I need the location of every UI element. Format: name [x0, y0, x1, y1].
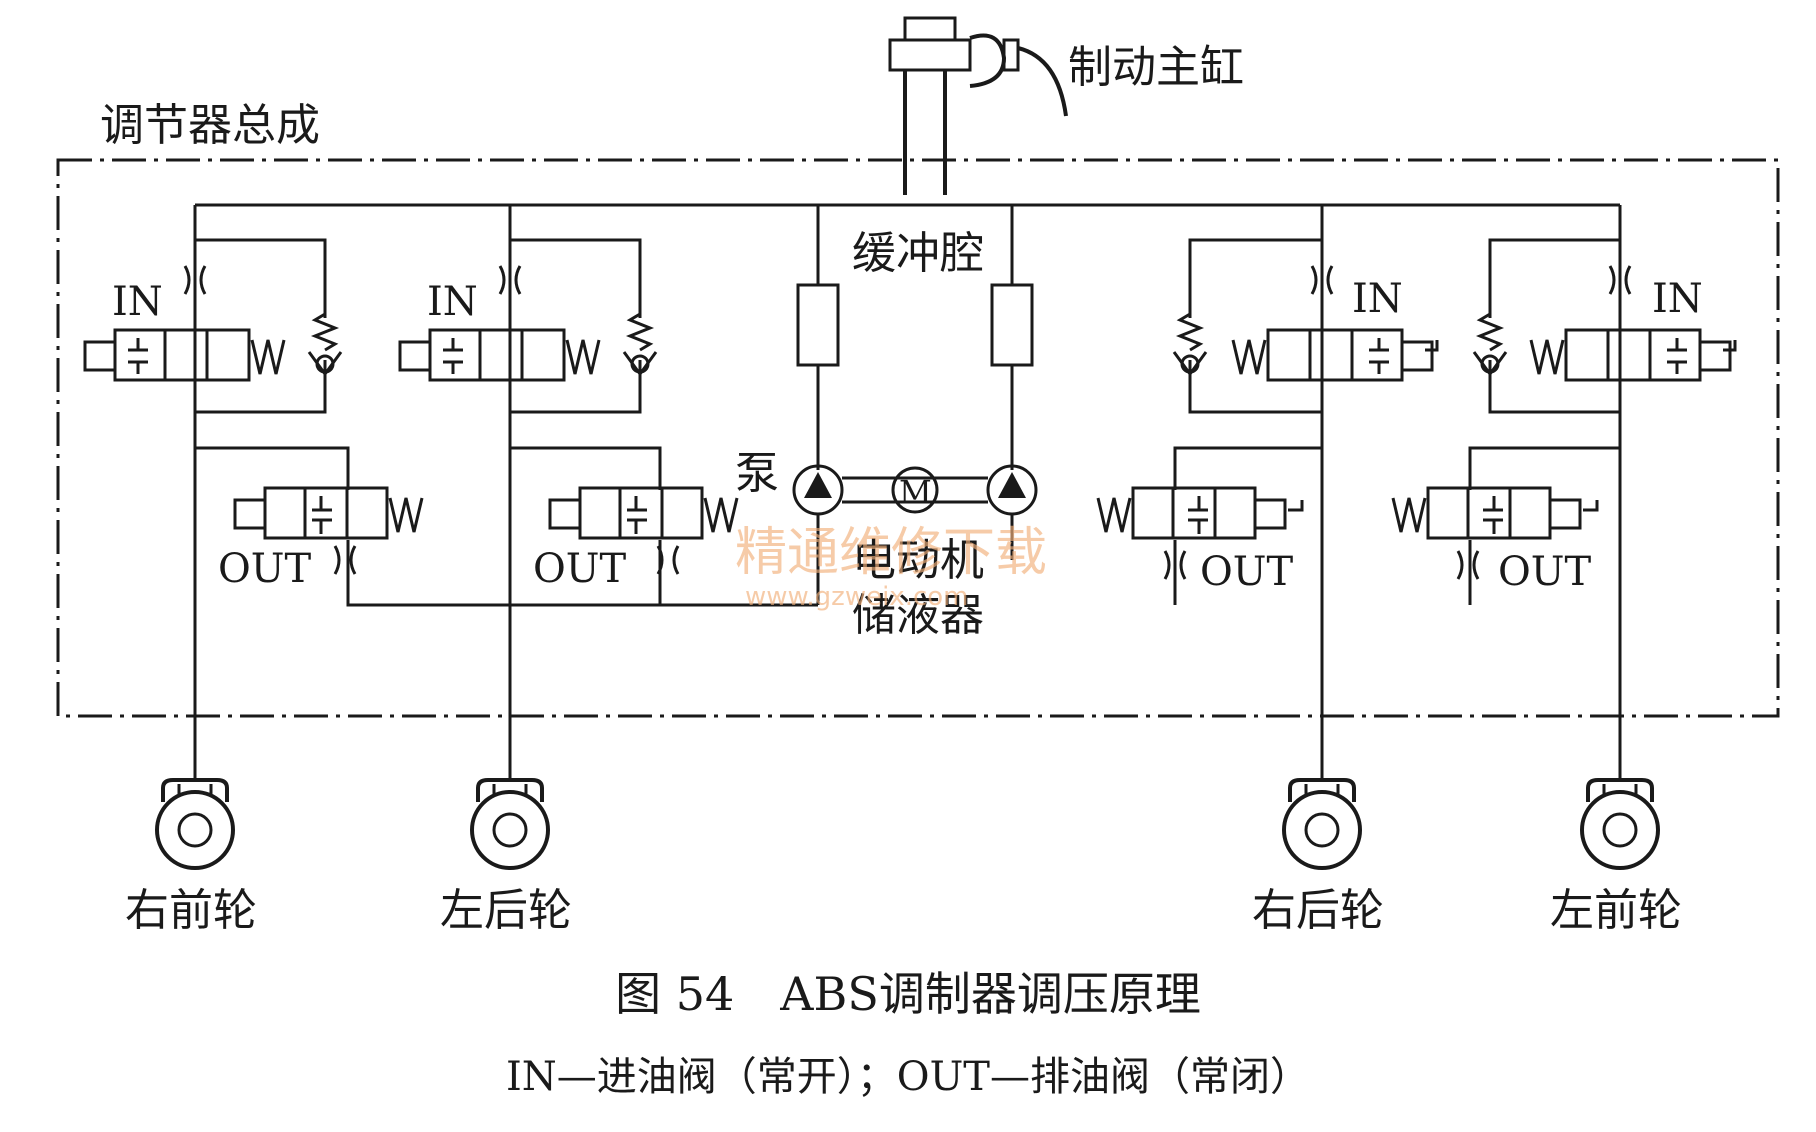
valve-unit-right-front: IN OUT: [83, 238, 660, 607]
out-label-4: OUT: [1498, 549, 1592, 595]
reservoir-label: 储液器: [852, 590, 984, 641]
motor-symbol: M: [899, 473, 932, 511]
wheel-label-left-rear: 左后轮: [440, 885, 572, 936]
in-label-1: IN: [112, 279, 163, 325]
out-label-3: OUT: [1200, 549, 1294, 595]
wheel-label-right-front: 右前轮: [125, 885, 257, 936]
valve-unit-left-front: IN OUT: [1393, 238, 1737, 605]
out-label-1: OUT: [218, 546, 312, 592]
wheel-label-left-front: 左前轮: [1550, 885, 1682, 936]
in-label-3: IN: [1352, 276, 1403, 322]
watermark-text: 精通维修下载: [735, 523, 1047, 583]
wheel-left-front: 左前轮: [1550, 778, 1682, 936]
motor-label: 电动机: [852, 535, 984, 586]
in-label-4: IN: [1652, 276, 1703, 322]
wheel-left-rear: 左后轮: [440, 778, 572, 936]
master-cylinder-assembly: 制动主缸: [888, 16, 1244, 195]
wheel-lines: [193, 205, 1622, 780]
master-cylinder-label: 制动主缸: [1068, 42, 1244, 93]
buffer-chamber-label: 缓冲腔: [852, 228, 984, 279]
valve-unit-right-rear: IN OUT: [1098, 238, 1439, 605]
buffer-left: [796, 283, 840, 367]
regulator-assembly-label: 调节器总成: [100, 100, 320, 151]
buffer-right: [990, 283, 1034, 367]
watermark-url: www.gzweix.com: [745, 582, 969, 612]
figure-note: IN—进油阀（常开）；OUT—排油阀（常闭）: [506, 1054, 1310, 1100]
regulator-assembly-border: [56, 158, 1780, 718]
wheel-right-front: 右前轮: [125, 778, 257, 936]
wheel-label-right-rear: 右后轮: [1252, 885, 1384, 936]
pump-label: 泵: [735, 448, 779, 499]
figure-title: 图 54 ABS调制器调压原理: [615, 967, 1201, 1021]
out-label-2: OUT: [533, 546, 627, 592]
wheel-right-rear: 右后轮: [1252, 778, 1384, 936]
pump-section: 缓冲腔 M 泵 电动机 储液器: [735, 205, 1038, 641]
in-label-2: IN: [427, 279, 478, 325]
valve-unit-left-rear: IN OUT: [398, 238, 818, 607]
